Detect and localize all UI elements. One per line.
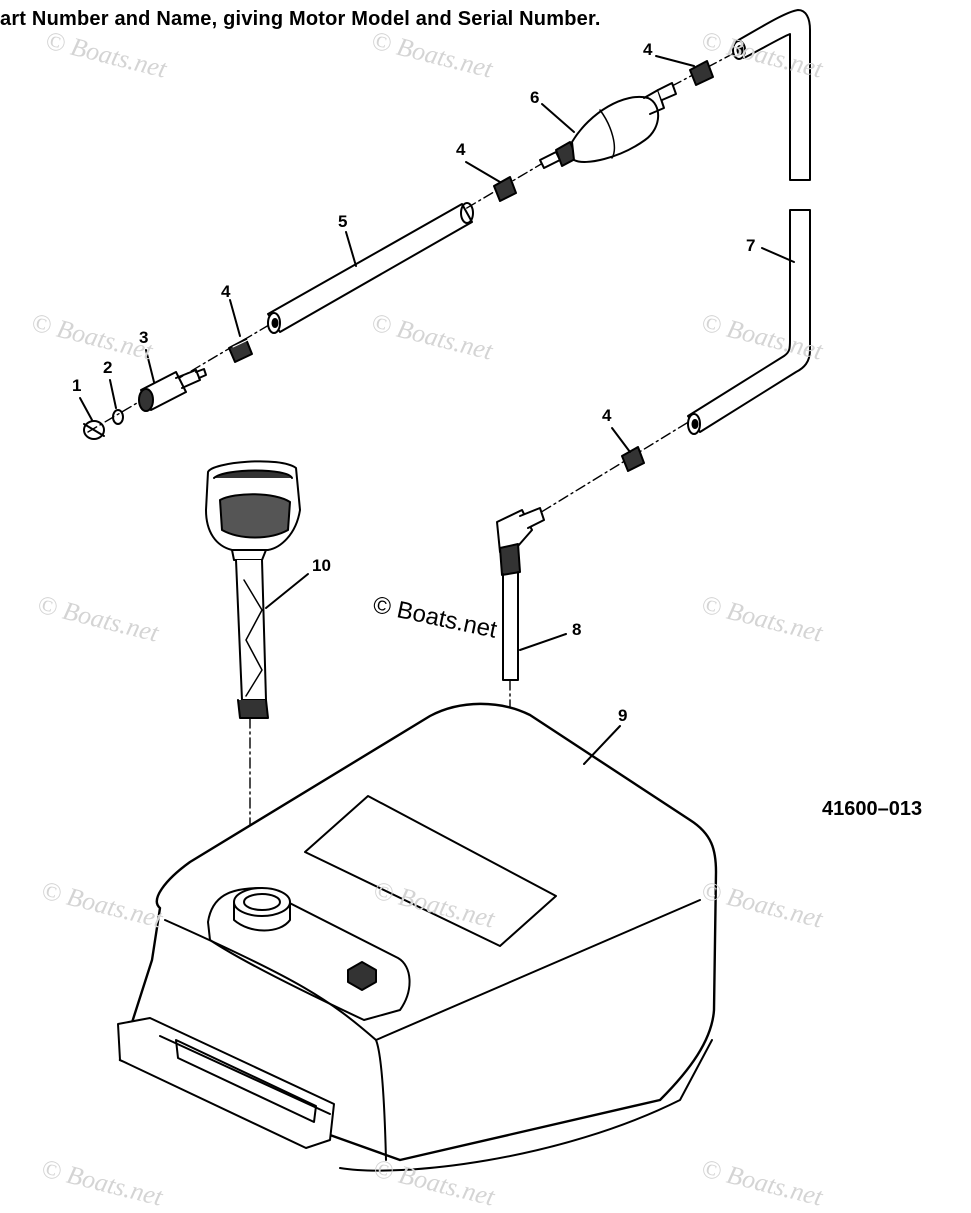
part-4-clamp-b — [493, 176, 517, 202]
centerline-bulb-outlet — [671, 49, 741, 87]
leader-7 — [761, 247, 795, 263]
centerline-tank-elbow — [524, 417, 696, 523]
callout-10: 10 — [312, 556, 331, 575]
leader-2 — [109, 379, 117, 409]
callout-5: 5 — [338, 212, 348, 231]
leader-10 — [265, 573, 309, 609]
header-instruction-text: art Number and Name, giving Motor Model … — [0, 8, 601, 30]
callout-2: 2 — [103, 358, 113, 377]
leader-1 — [79, 397, 93, 421]
part-7-hose-lower — [687, 209, 811, 435]
leader-4b — [465, 161, 501, 183]
callout-1: 1 — [72, 376, 82, 395]
part-9-fuel-tank — [117, 702, 718, 1172]
callout-7: 7 — [746, 236, 756, 255]
part-3-connector — [138, 368, 207, 412]
part-1-clip — [83, 420, 105, 440]
leader-8 — [519, 633, 567, 651]
callout-6: 6 — [530, 88, 540, 107]
part-2-o-ring — [112, 409, 124, 425]
leader-4a — [229, 299, 241, 337]
leader-3 — [145, 349, 155, 383]
part-8-pickup-tube — [496, 507, 545, 681]
leader-9 — [583, 725, 621, 765]
part-10-fuel-gauge — [205, 460, 301, 719]
leader-4d — [611, 427, 631, 453]
callout-4-a: 4 — [221, 282, 231, 301]
leader-6 — [541, 103, 575, 133]
part-4-clamp-a — [228, 338, 253, 363]
callout-4-c: 4 — [643, 40, 653, 59]
part-5-hose — [267, 202, 474, 334]
callout-9: 9 — [618, 706, 628, 725]
callout-8: 8 — [572, 620, 582, 639]
callout-3: 3 — [139, 328, 149, 347]
callout-4-d: 4 — [602, 406, 612, 425]
callout-4-b: 4 — [456, 140, 466, 159]
part-4-clamp-c — [689, 60, 714, 86]
leader-5 — [345, 231, 357, 267]
part-7-hose-upper — [732, 9, 811, 181]
part-4-clamp-d — [621, 446, 645, 472]
part-6-primer-bulb — [539, 82, 677, 169]
figure-number: 41600–013 — [822, 798, 923, 820]
leader-4c — [655, 55, 695, 67]
